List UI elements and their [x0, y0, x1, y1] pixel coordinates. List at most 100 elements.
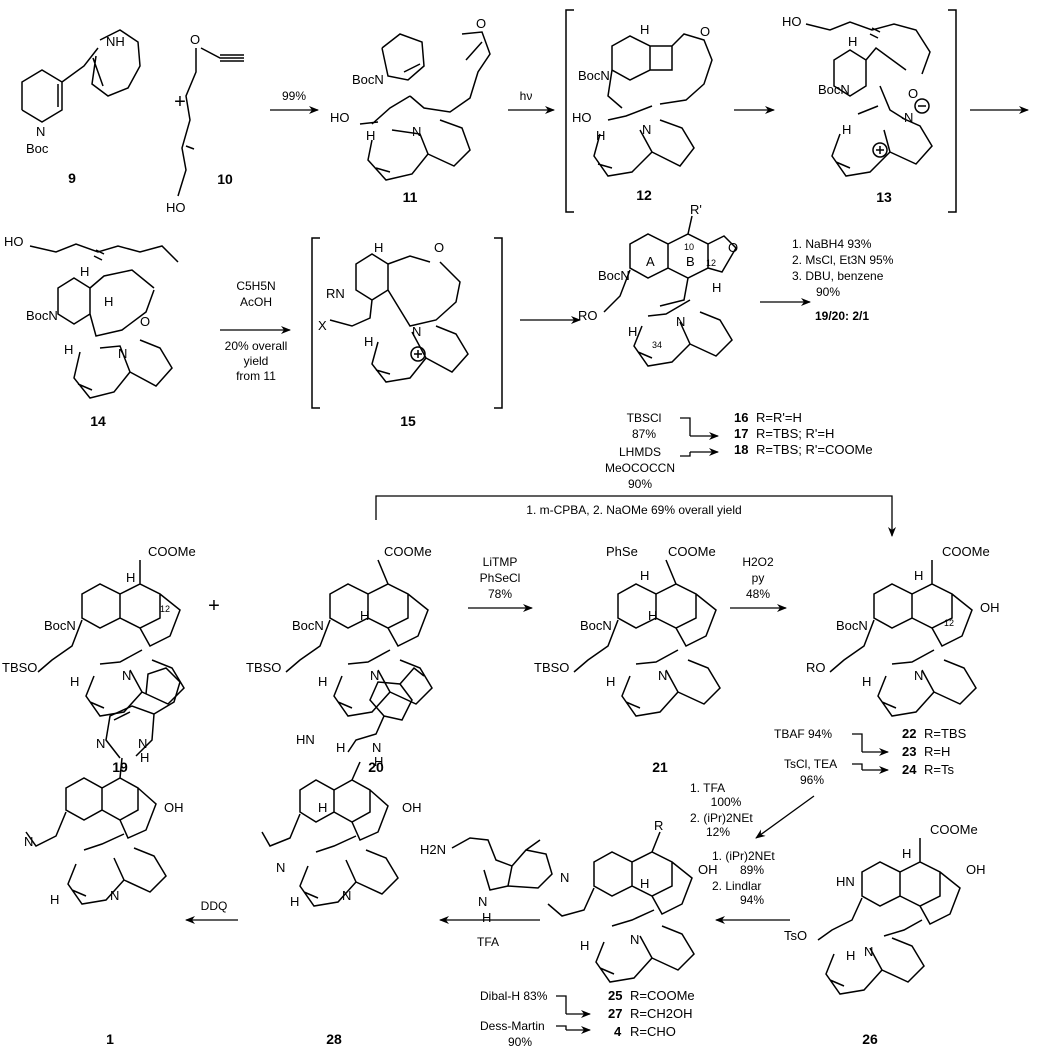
- reaction-step: 2. (iPr)2NEt: [690, 811, 753, 825]
- atom-label: N: [914, 668, 923, 683]
- atom-label: Boc: [26, 141, 49, 156]
- compound-label: 15: [400, 413, 416, 429]
- reaction-reagent: py: [752, 571, 765, 585]
- atom-label: NH: [106, 34, 125, 49]
- atom-label: BocN: [352, 72, 384, 87]
- atom-label: OH: [980, 600, 1000, 615]
- reaction-reagent: LiTMP: [483, 555, 518, 569]
- compound-16-17-18-ladder: TBSCl 87% 16 R=R'=H 17 R=TBS; R'=H 18 R=…: [605, 410, 873, 491]
- compound-label: 16: [734, 410, 748, 425]
- compound-desc: R=R'=H: [756, 410, 802, 425]
- atom-label: OH: [402, 800, 422, 815]
- compound-12: H O BocN HO H N 12: [572, 22, 713, 203]
- compound-desc: R=CHO: [630, 1024, 676, 1039]
- atom-label: BocN: [580, 618, 612, 633]
- reaction-yield: 90%: [628, 477, 652, 491]
- atom-label: H: [846, 948, 855, 963]
- atom-label: PhSe: [606, 544, 638, 559]
- reaction-yield: 89%: [740, 863, 764, 877]
- reaction-yield: 87%: [632, 427, 656, 441]
- atom-label: N: [138, 736, 147, 751]
- reaction-arrow: TFA: [439, 916, 540, 949]
- compound-label: 17: [734, 426, 748, 441]
- compound-15: H O RN X N H 15: [318, 240, 469, 429]
- atom-label: N: [478, 894, 487, 909]
- reaction-condition: 20% overall: [225, 339, 288, 353]
- atom-label: O: [190, 32, 200, 47]
- atom-label: RO: [806, 660, 826, 675]
- atom-label: N: [642, 122, 651, 137]
- atom-label: N: [560, 870, 569, 885]
- reaction-step: 2. MsCl, Et3N 95%: [792, 253, 894, 267]
- atom-label: H: [360, 608, 369, 623]
- atom-label: HO: [166, 200, 186, 215]
- reaction-reagent: H2O2: [742, 555, 774, 569]
- atom-label: H: [366, 128, 375, 143]
- reaction-yield: 78%: [488, 587, 512, 601]
- atom-label: BocN: [598, 268, 630, 283]
- compound-11: O BocN HO H N 11: [330, 16, 491, 205]
- atom-label: N: [676, 314, 685, 329]
- compound-22-23-24-ladder: TBAF 94% TsCl, TEA 96% 22 R=TBS 23 R=H 2…: [774, 726, 967, 787]
- reaction-arrow: 1. (iPr)2NEt 89% 2. Lindlar 94%: [712, 849, 790, 924]
- atom-label: H: [596, 128, 605, 143]
- atom-label: B: [686, 254, 695, 269]
- reaction-reagent: AcOH: [240, 295, 272, 309]
- reaction-condition: from 11: [236, 369, 276, 383]
- compound-label: 14: [90, 413, 106, 429]
- atom-label: H: [318, 674, 327, 689]
- compound-label: 27: [608, 1006, 622, 1021]
- atom-label: HO: [572, 110, 592, 125]
- compound-20: COOMe BocN H TBSO H N 20: [246, 544, 433, 775]
- compound-label: 12: [636, 187, 652, 203]
- atom-label: COOMe: [148, 544, 196, 559]
- reaction-yield: 96%: [800, 773, 824, 787]
- atom-label: TBSO: [534, 660, 569, 675]
- reaction-arrow: LiTMP PhSeCl 78%: [468, 555, 533, 612]
- compound-14: HO H BocN H O H N 14: [4, 234, 179, 429]
- atom-label: H: [712, 280, 721, 295]
- compound-label: 25: [608, 988, 622, 1003]
- reaction-reagent: hν: [520, 89, 533, 103]
- compound-22: COOMe BocN H 12 OH RO H N: [806, 544, 1000, 717]
- compound-26: COOMe HN H OH TsO H N 26: [784, 822, 986, 1047]
- atom-label: COOMe: [930, 822, 978, 837]
- reaction-reagent: TBSCl: [627, 411, 662, 425]
- compound-label: 21: [652, 759, 668, 775]
- reaction-yield: 12%: [706, 825, 730, 839]
- atom-label: H: [140, 750, 149, 765]
- atom-label: H: [848, 34, 857, 49]
- atom-label: OH: [164, 800, 184, 815]
- atom-label: O: [908, 86, 918, 101]
- atom-label: HN: [836, 874, 855, 889]
- plus-sign: +: [174, 91, 186, 113]
- atom-label: X: [318, 318, 327, 333]
- reaction-condition: 1. m-CPBA, 2. NaOMe 69% overall yield: [526, 503, 741, 517]
- atom-label: BocN: [836, 618, 868, 633]
- atom-label: TBSO: [2, 660, 37, 675]
- atom-label: COOMe: [942, 544, 990, 559]
- compound-label: 28: [326, 1031, 342, 1047]
- compound-label: 20: [368, 759, 384, 775]
- reaction-arrow: hν: [508, 89, 555, 114]
- reaction-reagent: MeOCOCCN: [605, 461, 675, 475]
- atom-label: N: [630, 932, 639, 947]
- intermediate-bracket: [311, 237, 320, 409]
- compound-25: R N H OH H N: [547, 818, 718, 983]
- atom-label: HN: [296, 732, 315, 747]
- intermediate-bracket: [948, 9, 957, 213]
- compound-label: 24: [902, 762, 917, 777]
- atom-label: RN: [326, 286, 345, 301]
- compound-desc: R=TBS; R'=H: [756, 426, 834, 441]
- compound-label: 26: [862, 1031, 878, 1047]
- atom-label: H: [640, 22, 649, 37]
- atom-label: H: [580, 938, 589, 953]
- atom-label: BocN: [292, 618, 324, 633]
- compound-label: 9: [68, 170, 76, 186]
- reaction-reagent: TFA: [477, 935, 499, 949]
- atom-label: BocN: [578, 68, 610, 83]
- compound-1: N N H N OH H N 1: [24, 667, 184, 1047]
- atom-label: N: [658, 668, 667, 683]
- reaction-reagent: PhSeCl: [480, 571, 521, 585]
